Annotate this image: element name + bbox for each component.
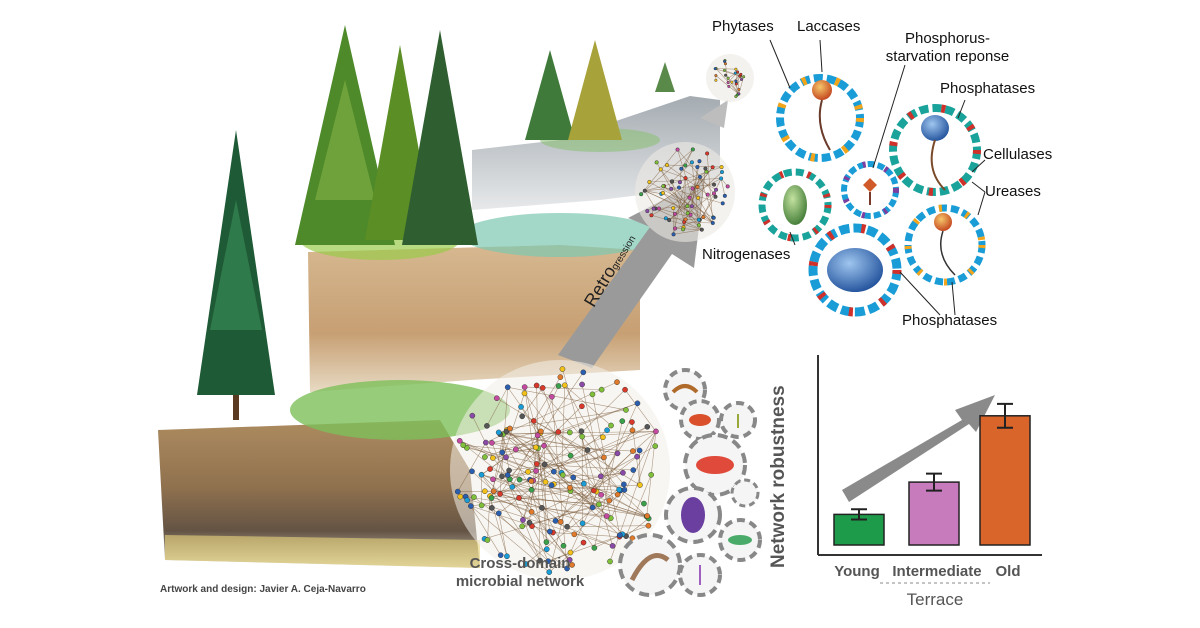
cross-domain-network	[450, 360, 670, 580]
phosphatases-top-label: Phosphatases	[940, 80, 1036, 97]
error-bar-young	[851, 508, 867, 521]
microbe-panel	[618, 368, 762, 597]
old-network	[706, 54, 754, 102]
phosphatases-bottom-label: Phosphatases	[902, 312, 998, 329]
bar-old	[979, 415, 1031, 546]
young-terrace-sand	[165, 535, 480, 568]
network-caption: Cross-domain microbial network	[440, 555, 600, 591]
bar-intermediate	[908, 481, 960, 546]
category-young: Young	[834, 563, 880, 580]
ureases-label: Ureases	[985, 183, 1041, 200]
urease-cell	[904, 204, 986, 286]
tree-middle-2	[365, 30, 478, 245]
artwork-credit: Artwork and design: Javier A. Ceja-Navar…	[160, 584, 366, 595]
chart-y-label: Network robustness	[768, 385, 789, 568]
tree-old	[525, 40, 675, 140]
category-old: Old	[995, 563, 1021, 580]
phosphorus-label-line1: Phosphorus-	[904, 30, 991, 47]
trend-arrow	[842, 395, 995, 502]
robustness-chart	[817, 355, 1042, 584]
nitrogenases-label: Nitrogenases	[702, 246, 791, 263]
cellulases-label: Cellulases	[983, 146, 1053, 163]
tree-large	[197, 130, 275, 420]
phosphatase-cell-top	[889, 104, 981, 196]
error-bar-intermediate	[926, 472, 942, 492]
intermediate-terrace	[308, 245, 640, 392]
phage-cell	[841, 161, 899, 219]
phytases-label: Phytases	[712, 18, 774, 35]
enzyme-cluster	[758, 74, 986, 317]
phosphorus-starvation-label: Phosphorus- starvation reponse	[880, 30, 1015, 66]
category-intermediate: Intermediate	[892, 563, 982, 580]
network-caption-line1: Cross-domain	[469, 555, 571, 572]
intermediate-network	[635, 142, 735, 242]
young-terrace	[158, 420, 480, 568]
laccases-label: Laccases	[797, 18, 861, 35]
network-caption-line2: microbial network	[455, 573, 585, 590]
chart-x-label: Terrace	[906, 590, 964, 609]
tree-middle-1	[295, 25, 395, 245]
laccase-cell	[776, 74, 864, 162]
error-bar-old	[997, 402, 1013, 429]
label-leaders	[769, 39, 986, 316]
phosphorus-label-line2: starvation reponse	[885, 48, 1010, 65]
nitrogenase-cell	[758, 168, 832, 242]
phosphatase-cell-bottom	[808, 223, 902, 317]
retrogression-arrow-small	[700, 100, 728, 128]
